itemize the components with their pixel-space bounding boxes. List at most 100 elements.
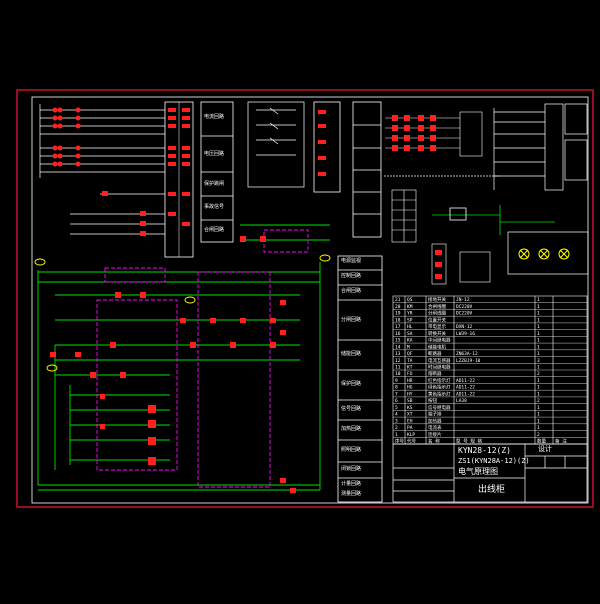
parts-cell: 1 [537,351,540,357]
circuit-box-label: 事故信号 [204,204,225,210]
parts-cell: HG [407,385,413,391]
parts-cell: TA [407,358,413,364]
parts-cell: 1 [537,344,540,350]
parts-cell: 转换开关 [428,330,446,337]
circuit-function-label: 合闸回路 [341,288,362,294]
parts-cell: KLP [407,432,415,438]
relay-contacts-group [385,111,483,157]
parts-cell: 储能电机 [428,343,446,350]
inner-frame [31,96,589,504]
parts-cell: PA [407,425,413,431]
circuit-function-label: 信号回路 [341,406,362,412]
parts-cell: 13 [395,351,401,357]
parts-cell: AD11-22 [456,391,475,397]
parts-cell: 1 [537,338,540,344]
parts-header-cell: 数量 [537,438,546,445]
parts-cell: 1 [537,297,540,303]
parts-cell: 19 [395,311,401,317]
parts-cell: LA38 [456,398,467,404]
parts-cell: FU [407,371,413,377]
parts-cell: 信号继电器 [428,404,451,411]
control-components [50,236,296,493]
parts-cell: 按钮 [428,397,437,404]
parts-cell: 1 [537,324,540,330]
parts-cell: 5 [395,405,398,411]
drawing-name: 电气原理图 [458,467,498,476]
parts-cell: 2 [537,432,540,438]
mini-grid-table [391,189,417,243]
parts-cell: 1 [537,317,540,323]
parts-cell: 带电显示 [428,323,446,330]
parts-cell: 12 [395,358,401,364]
title-block-grid [392,443,588,503]
parts-header-cell: 名 称 [428,438,440,445]
circuit-function-label: 储能回路 [341,351,362,357]
parts-cell: AD11-22 [456,378,475,384]
parts-cell: 7 [395,391,398,397]
parts-cell: 时间继电器 [428,364,451,371]
parts-cell: 熔断器 [428,370,442,377]
parts-cell: 8 [395,385,398,391]
parts-cell: 电流互感器 [428,357,451,364]
parts-cell: KT [407,365,413,371]
circuit-function-label: 电源监视 [341,258,362,264]
device-enclosures [96,229,309,488]
parts-cell: LW39-16 [456,331,475,337]
parts-cell: LZZBJ9-10 [456,358,481,364]
parts-cell: 1 [537,365,540,371]
parts-cell: 4 [395,412,398,418]
parts-cell: 2 [537,398,540,404]
parts-cell: 电流表 [428,424,442,431]
parts-cell: 1 [537,385,540,391]
parts-cell: 1 [537,418,540,424]
parts-cell: DC220V [456,311,473,317]
parts-cell: 1 [537,304,540,310]
circuit-box-label: 保护跳闸 [204,181,225,187]
parts-cell: HY [407,391,413,397]
parts-cell: SA [407,331,413,337]
terminal-strip-2 [313,101,341,193]
circuit-function-label: 闭锁回路 [341,466,362,472]
parts-cell: SP [407,317,413,323]
parts-cell: 11 [395,365,401,371]
parts-cell: 分闸线圈 [428,310,446,317]
relay-label-table [352,101,382,238]
parts-cell: 1 [537,331,540,337]
parts-cell: KM [407,304,413,310]
parts-cell: 1 [537,311,540,317]
drawing-border [16,89,594,508]
circuit-function-label: 加热回路 [341,426,362,432]
sheet-label: 出线柜 [478,485,506,495]
control-circuit-wires [37,224,330,491]
parts-cell: 1 [537,391,540,397]
parts-cell: 红色指示灯 [428,377,451,384]
parts-cell: 中间继电器 [428,337,451,344]
circuit-function-label: 保护回路 [341,381,362,387]
parts-cell: 1 [537,378,540,384]
parts-cell: 18 [395,317,401,323]
parts-cell: 加热器 [428,417,442,424]
parts-cell: QS [407,297,413,303]
parts-cell: DC220V [456,304,473,310]
circuit-box-label: 电流回路 [204,114,225,120]
parts-cell: 16 [395,331,401,337]
parts-cell: 黄色指示灯 [428,390,451,397]
parts-cell: 合闸线圈 [428,303,446,310]
parts-cell: HR [407,378,413,384]
parts-cell: 3 [395,418,398,424]
parts-header-cell: 型 号 规 格 [456,438,483,445]
parts-cell: KS [407,405,413,411]
parts-cell: 绿色指示灯 [428,384,451,391]
parts-header-cell: 代号 [407,438,416,445]
contact-ladder-1 [247,101,305,188]
circuit-function-label: 计量回路 [341,481,362,487]
parts-cell: JN-12 [456,297,470,303]
parts-cell: 1 [395,432,398,438]
model-line-1: KYN28-12(Z) [458,446,511,455]
parts-cell: 14 [395,344,401,350]
parts-header-cell: 序号 [395,438,404,445]
parts-cell: M [407,344,410,350]
parts-cell: 21 [395,297,401,303]
